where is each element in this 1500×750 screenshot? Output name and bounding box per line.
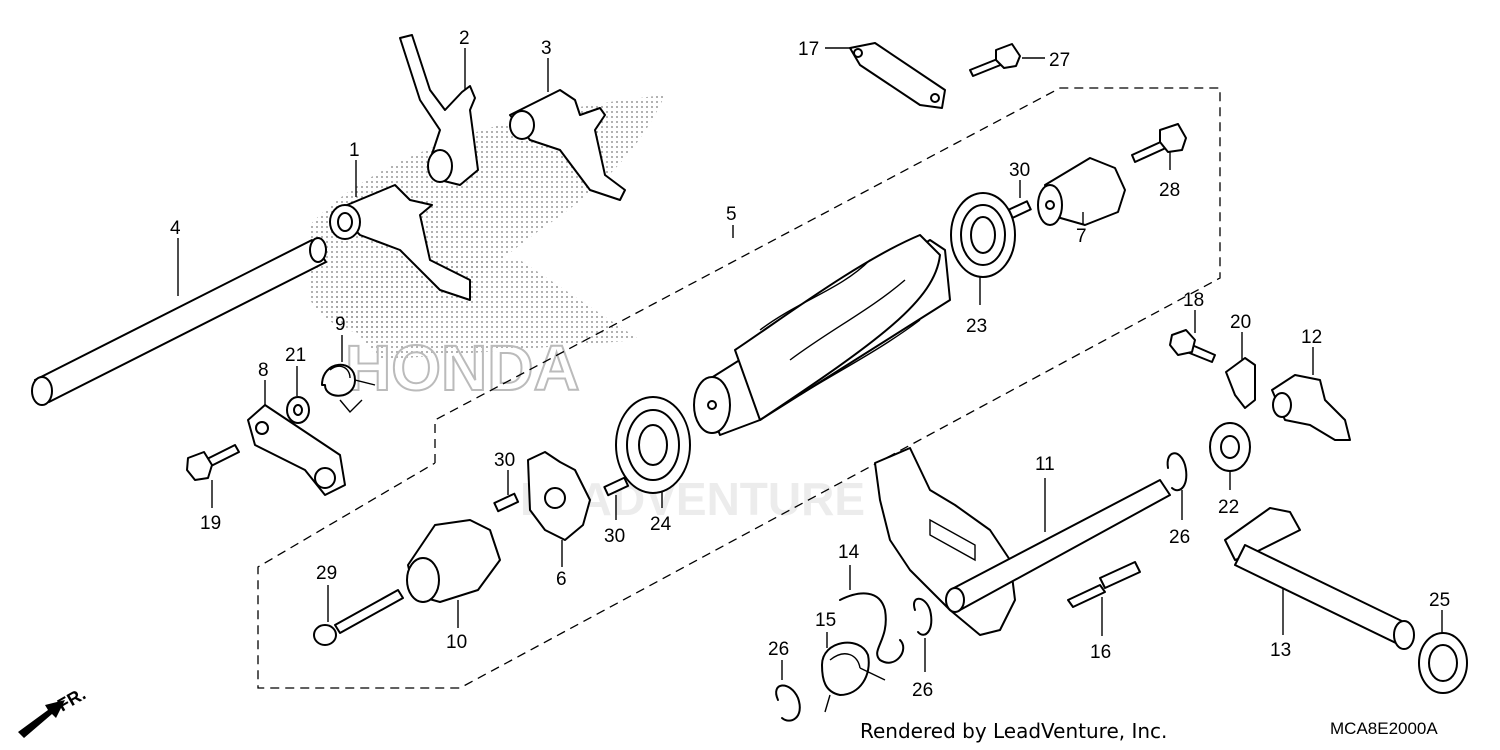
part-13-shift-shaft [1224,507,1415,650]
part-8-stopper-arm [247,404,346,496]
callout-19: 19 [200,513,221,534]
part-27-bolt [969,43,1021,77]
callout-4: 4 [170,218,181,239]
part-11-gearshift-spindle [874,447,1171,636]
part-21-washer [286,396,310,424]
callout-26-mid: 26 [912,680,933,701]
callout-26-left: 26 [768,639,789,660]
callout-6: 6 [556,569,567,590]
part-28-bolt [1131,123,1187,163]
part-7-drum-center [1037,157,1126,226]
callout-24: 24 [650,514,672,535]
leader-lines [177,47,1443,680]
callout-2: 2 [459,28,470,49]
callout-22: 22 [1218,497,1239,518]
callout-27: 27 [1049,50,1070,71]
part-9-spring [321,363,376,414]
part-30-pin-c [603,476,630,497]
part-17-stopper-plate [849,42,946,109]
part-20-plate [1225,357,1256,409]
callout-15: 15 [815,610,836,631]
callout-29: 29 [316,563,337,584]
callout-8: 8 [258,360,269,381]
drawing-code: MCA8E2000A [1330,719,1438,738]
part-22-washer [1209,422,1251,472]
callout-25: 25 [1429,590,1450,611]
callout-30-top: 30 [1009,160,1030,181]
part-24-bearing [615,396,691,494]
callout-30-left: 30 [494,450,515,471]
part-10-drum-gear [406,519,501,603]
part-26-circlip-b [913,597,933,636]
watermark-text: HONDA [345,332,580,404]
callout-23: 23 [966,316,987,337]
part-15-return-spring [821,641,886,713]
part-2-shift-fork [399,34,479,186]
callout-17: 17 [798,39,819,60]
render-credit: Rendered by LeadVenture, Inc. [860,719,1168,743]
callout-26-right: 26 [1169,527,1190,548]
part-26-circlip-a [1166,452,1188,492]
part-6-drum-plate [527,451,591,541]
part-14-return-spring [839,592,905,664]
callout-5: 5 [726,204,737,225]
callout-11: 11 [1035,454,1055,475]
part-3-shift-fork [509,89,626,201]
callout-3: 3 [541,38,552,59]
callouts: 4 1 2 3 5 17 27 30 28 7 23 18 20 12 22 2… [170,28,1450,701]
callout-30-right: 30 [604,526,625,547]
part-19-bolt [186,444,240,481]
part-12-joint [1271,374,1351,441]
part-29-bolt [313,589,404,646]
part-1-shift-fork [329,184,471,301]
callout-28: 28 [1159,180,1180,201]
part-30-pin-b [493,492,520,513]
callout-1: 1 [349,140,360,161]
callout-10: 10 [446,632,467,653]
callout-12: 12 [1301,327,1322,348]
callout-13: 13 [1270,640,1291,661]
callout-9: 9 [335,314,346,335]
part-26-circlip-c [775,684,801,722]
part-25-oil-seal [1418,632,1468,694]
part-18-bolt [1169,329,1216,363]
subassembly-outline [257,87,1221,689]
part-5-shift-drum [693,234,951,436]
callout-14: 14 [838,542,860,563]
part-23-bearing [950,192,1016,278]
callout-16: 16 [1090,642,1111,663]
part-16-pin [1067,561,1141,608]
callout-18: 18 [1183,290,1204,311]
callout-20: 20 [1230,312,1251,333]
callout-21: 21 [285,345,306,366]
callout-7: 7 [1076,226,1087,247]
front-direction-arrow: FR. [18,684,89,738]
part-4-fork-shaft [31,237,327,406]
